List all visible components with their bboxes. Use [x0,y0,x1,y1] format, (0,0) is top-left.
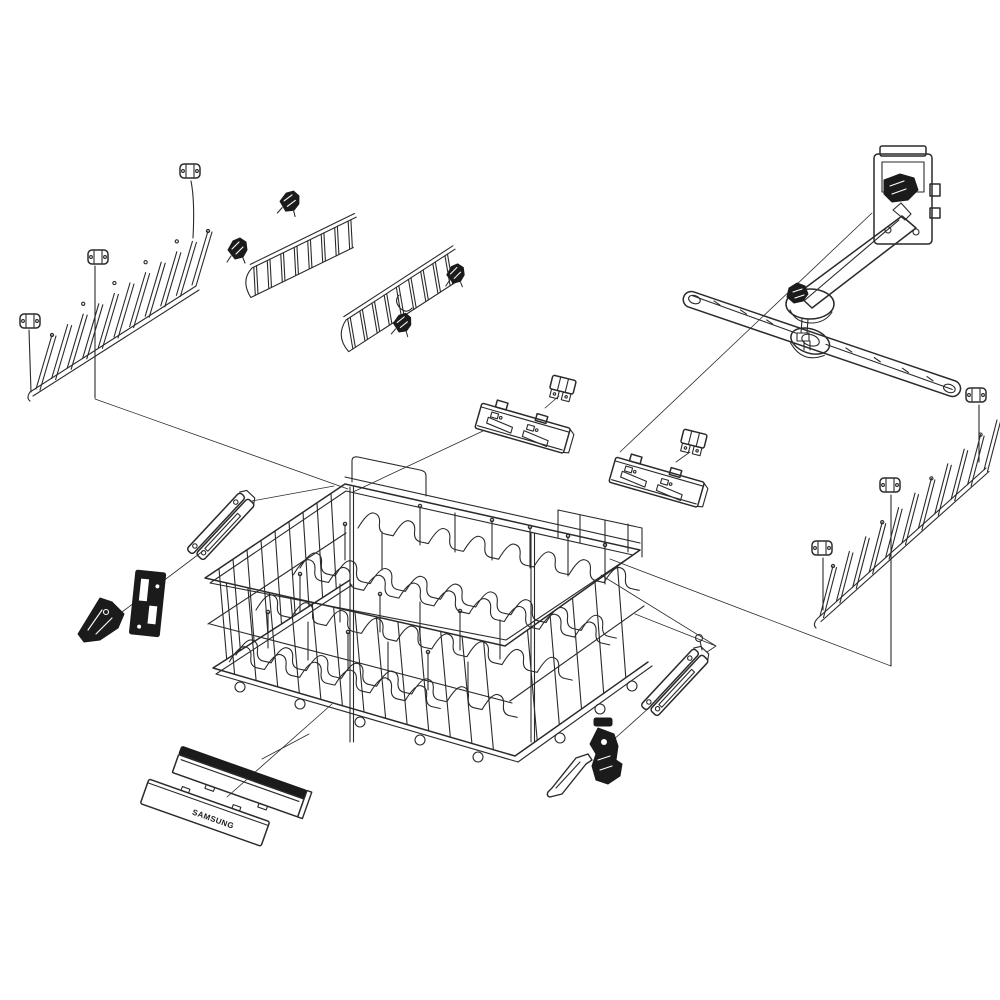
left-tine-clip-2 [87,249,109,399]
left-tine-clip-1 [179,163,201,239]
fold-down-rack-small [245,213,357,299]
left-tine-row [19,163,213,402]
wire-guard [546,753,593,798]
tine-row-curves-1 [357,512,640,591]
wheel-latch [589,717,623,785]
rail-clip-right [677,428,709,457]
lower-dish-rack-basket [204,456,653,763]
corner-bracket [77,597,125,643]
spray-arm-bearing [785,282,835,351]
rack-clip-1 [445,263,465,288]
plate-pins [265,503,608,701]
section-guide-lines [349,486,536,743]
right-tine-clip-1 [965,387,987,463]
rack-rollers [234,680,638,763]
mounting-clip-1 [226,237,248,264]
tine-row-curves-2 [292,552,617,646]
tine-row-curves-3 [255,594,573,681]
front-panel-outer [171,746,313,820]
upper-spray-arm [682,290,962,398]
right-tine-row [811,387,1000,667]
right-tine-clip-3 [811,540,833,611]
left-tine-clip-3 [19,313,41,393]
latch-plate [129,569,167,638]
slide-rail-bracket-right [608,449,712,510]
rail-clip-left [546,374,578,403]
rail-adapter-right [639,633,714,720]
slide-rail-bracket-left [474,395,578,456]
water-feed-duct [796,202,917,309]
rack-clip-2 [390,311,413,338]
tine-row-curves-4 [228,639,518,718]
leader-lines [94,212,892,798]
right-tine-clip-2 [879,477,901,667]
fold-down-rack-large [340,245,456,353]
mounting-clip-2 [276,188,302,218]
duct-mounting-bracket [873,145,941,245]
